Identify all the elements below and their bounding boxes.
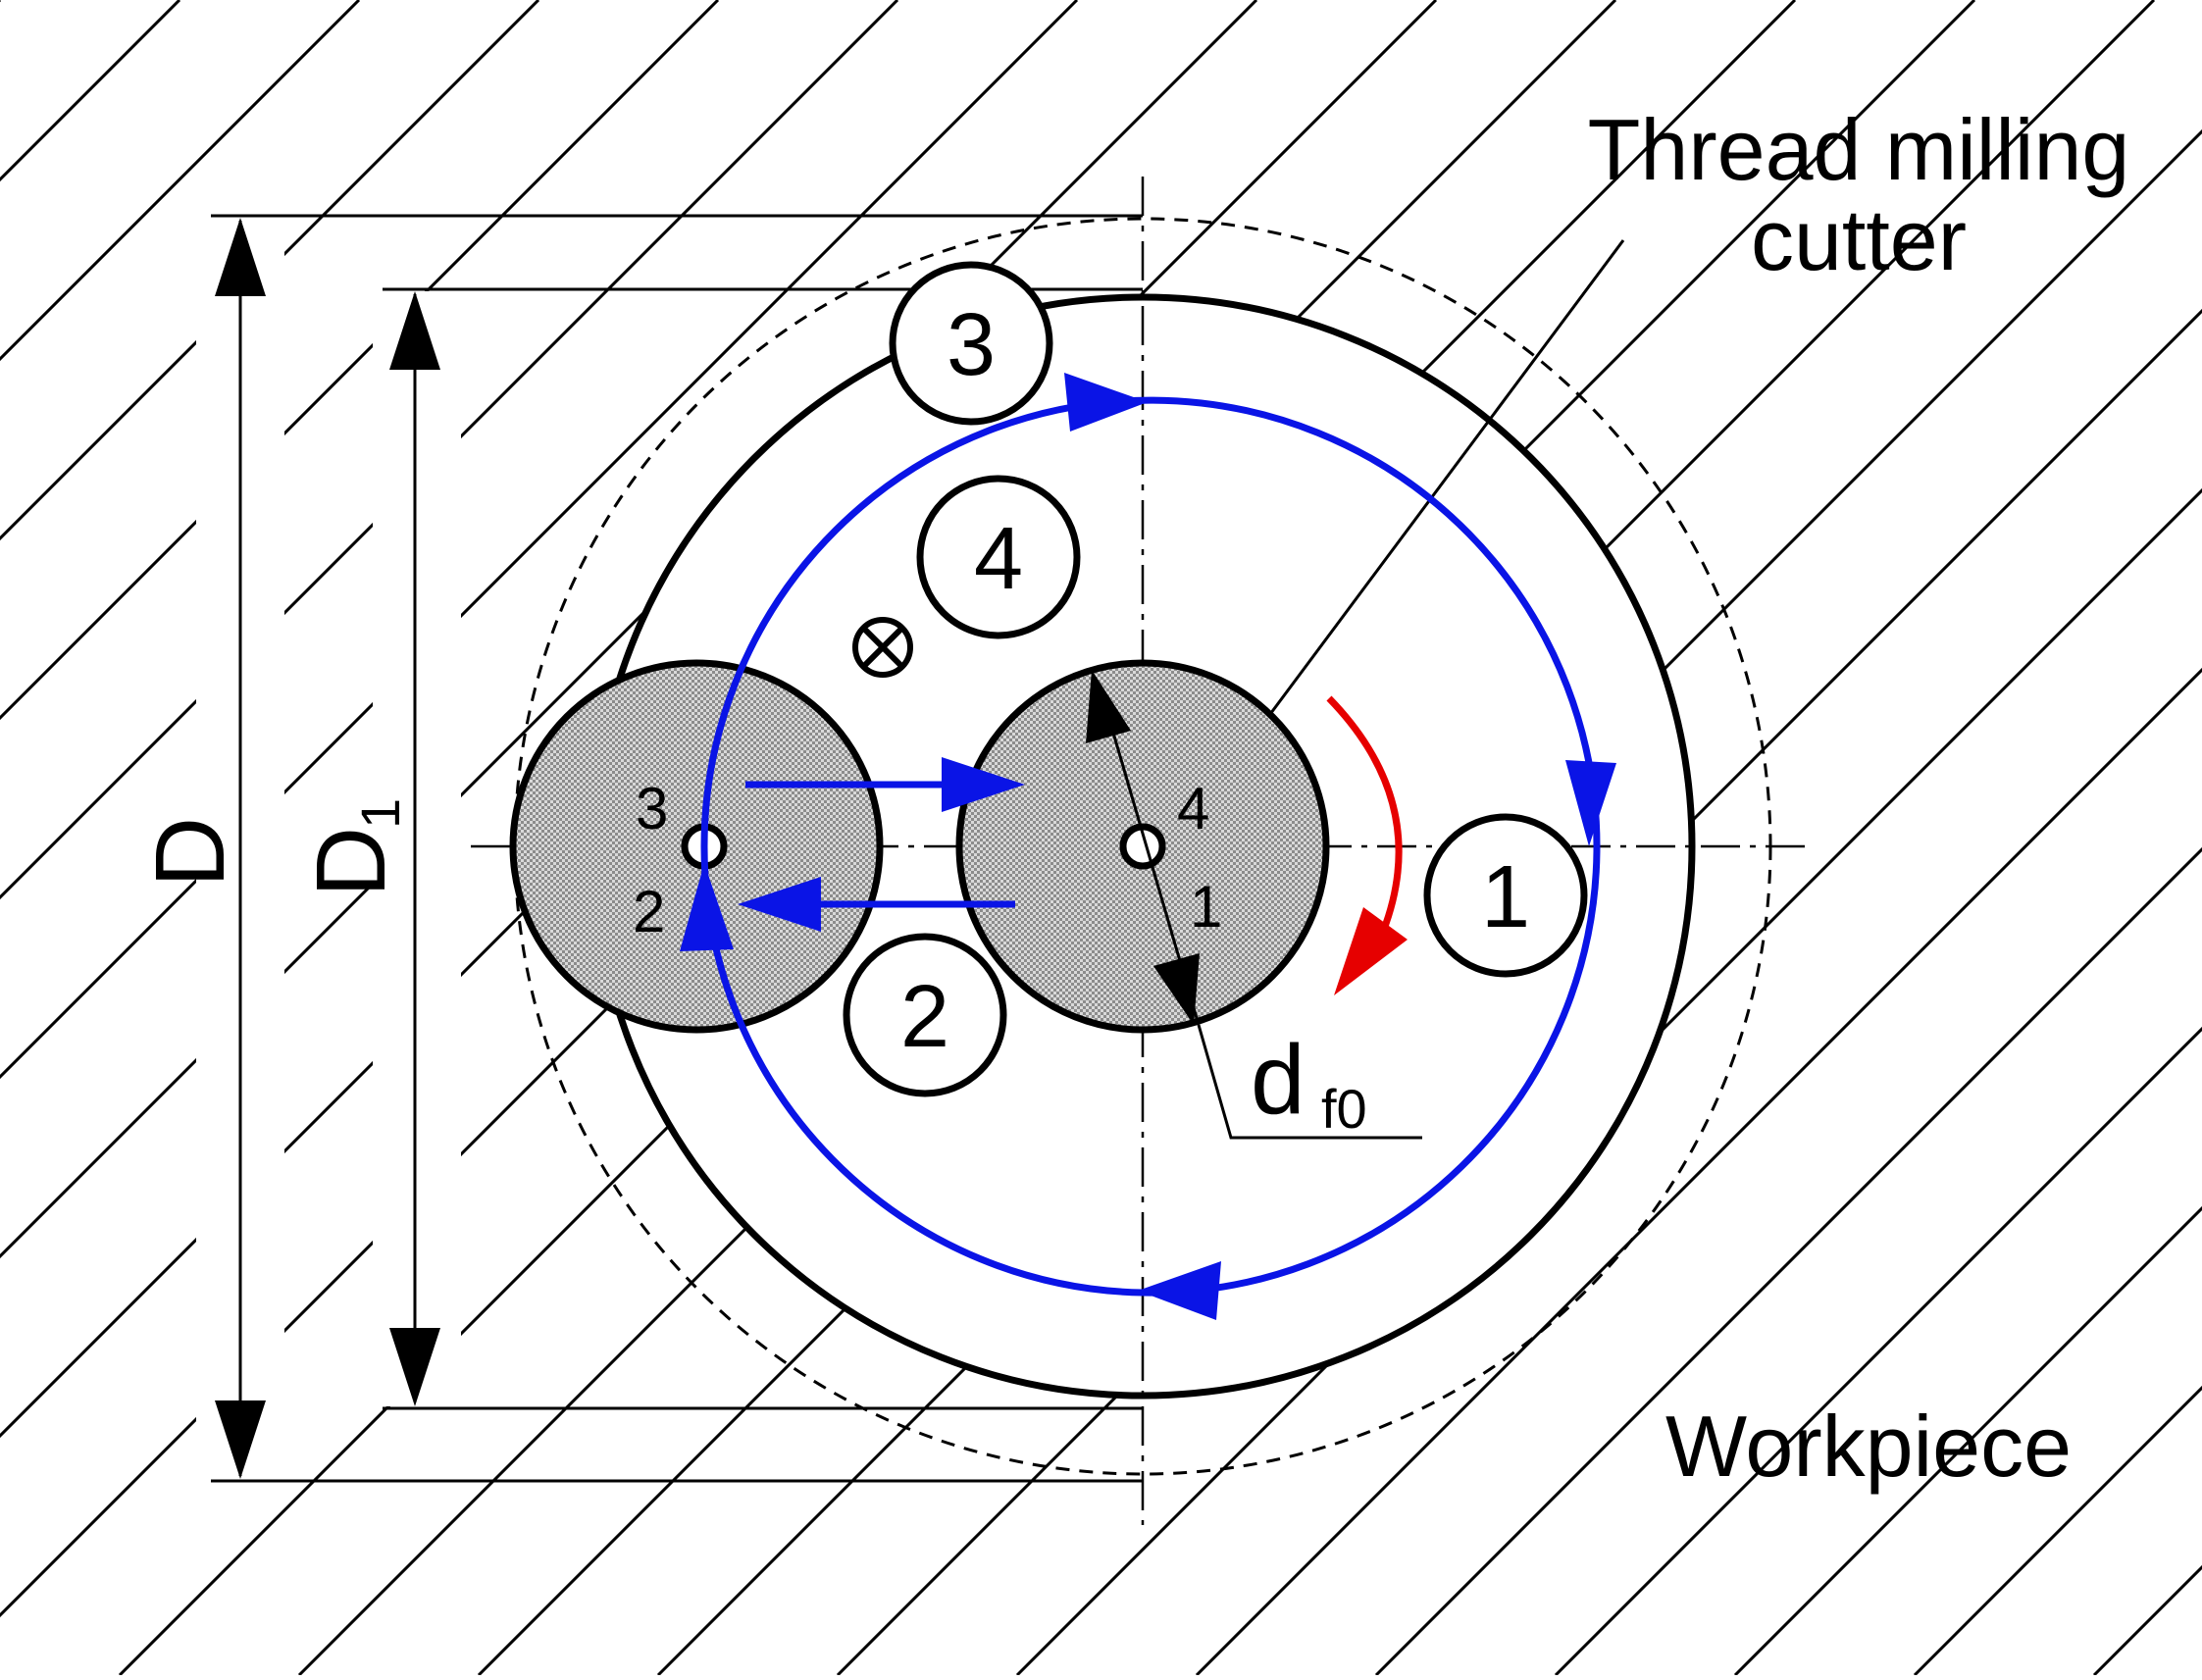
cutter-leader-line xyxy=(1249,239,1625,741)
D-arrow-top xyxy=(215,218,266,296)
hatch-line xyxy=(2092,0,2202,1675)
D1-label-sub: 1 xyxy=(349,798,411,829)
spindle-rotation-arrowhead xyxy=(1334,907,1408,995)
step-label-4: 4 xyxy=(974,510,1023,608)
circular-interpolation-path xyxy=(700,396,1601,1297)
spindle-rotation-arc xyxy=(1326,695,1403,934)
step-label-2: 2 xyxy=(900,968,949,1066)
D1-label: D 1 xyxy=(296,798,411,897)
hatch-line xyxy=(1015,0,2202,1675)
df0-label-sub: f0 xyxy=(1321,1078,1367,1140)
D-arrow-bottom xyxy=(215,1400,266,1479)
hatch-line xyxy=(1554,0,2202,1675)
cutter-label-line1: Thread milling xyxy=(1588,101,2130,198)
point-label-center-upper: 4 xyxy=(1177,776,1209,841)
D1-arrow-top xyxy=(389,291,440,370)
df0-label: d f0 xyxy=(1251,1025,1367,1140)
cutter-label-line2: cutter xyxy=(1751,191,1967,288)
step-bubble-1: 1 xyxy=(1423,813,1588,978)
df0-leader-line xyxy=(1197,1024,1422,1140)
approach-arrowhead xyxy=(942,757,1025,812)
df0-label-main: d xyxy=(1251,1025,1306,1135)
point-label-left-upper: 3 xyxy=(636,776,668,841)
step-bubble-3: 3 xyxy=(889,261,1053,426)
D-label: D xyxy=(135,817,245,888)
D1-label-main: D xyxy=(296,827,406,897)
center-marker xyxy=(1119,823,1166,870)
step-label-1: 1 xyxy=(1481,848,1530,946)
path-arrow-left xyxy=(680,863,734,951)
df0-arrow-up xyxy=(1086,670,1131,743)
step-bubble-4: 4 xyxy=(916,475,1081,639)
path-arrow-bottom xyxy=(1138,1261,1221,1320)
path-arrow-top xyxy=(1064,373,1148,432)
point-label-left-lower: 2 xyxy=(633,879,665,944)
path-arrow-right xyxy=(1565,760,1616,846)
hatch-line xyxy=(1374,0,2202,1675)
workpiece-label: Workpiece xyxy=(1665,1398,2072,1495)
hatch-line xyxy=(0,0,361,1675)
D1-dimension-bg xyxy=(373,291,461,1406)
hatch-line xyxy=(1913,0,2202,1675)
df0-arrow-down xyxy=(1153,953,1200,1025)
D1-arrow-bottom xyxy=(389,1328,440,1406)
hatch-line xyxy=(1733,0,2202,1675)
point-label-center-lower: 1 xyxy=(1190,874,1222,940)
step-bubble-2: 2 xyxy=(843,933,1007,1097)
hatch-line xyxy=(0,0,899,1675)
hatch-line xyxy=(1195,0,2202,1675)
step-label-3: 3 xyxy=(947,296,996,394)
retract-arrowhead xyxy=(738,877,821,932)
plunge-into-page-icon xyxy=(852,617,913,678)
hatch-line xyxy=(0,0,720,1675)
